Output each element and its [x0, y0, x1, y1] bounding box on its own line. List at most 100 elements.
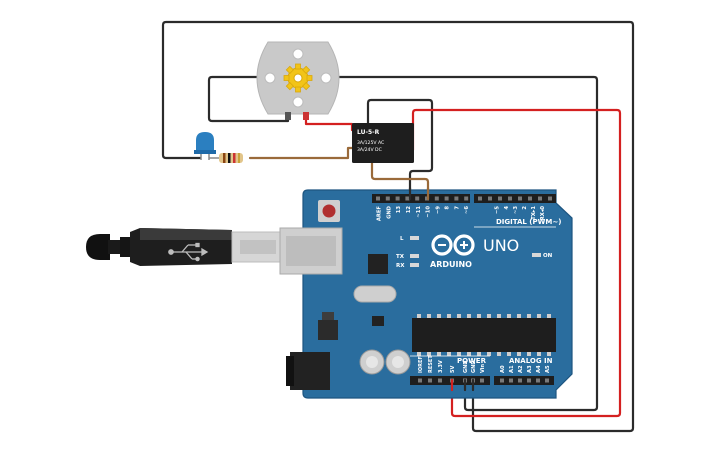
digital-label-13: 2	[522, 206, 528, 210]
analog-hole-0[interactable]	[500, 378, 504, 383]
usb-symbol-icon	[168, 242, 209, 262]
digital-hole-1[interactable]	[385, 196, 390, 201]
motor-terminal-red[interactable]	[303, 112, 309, 120]
digital-hole-6[interactable]	[434, 196, 439, 201]
wire-relay-pin12[interactable]	[370, 156, 430, 200]
power-hole-6[interactable]	[480, 378, 484, 383]
digital-label-5: ~10	[426, 206, 432, 218]
led-lens	[196, 132, 214, 152]
section-analog: ANALOG IN	[509, 357, 553, 365]
power-label-1: RESET	[428, 355, 434, 373]
atmega-pin-top-13	[547, 314, 551, 318]
digital-label-3: 12	[406, 206, 412, 214]
digital-hole-7[interactable]	[444, 196, 449, 201]
digital-hole-8[interactable]	[454, 196, 459, 201]
section-digital: DIGITAL (PWM~)	[496, 218, 561, 226]
digital-right-hole-6[interactable]	[538, 196, 542, 201]
digital-label-0: AREF	[377, 206, 383, 222]
digital-label-14: TX▸1	[531, 206, 537, 220]
atmega-pin-bottom-11	[527, 352, 531, 356]
resistor-band-4	[238, 153, 240, 163]
power-hole-2[interactable]	[438, 378, 442, 383]
usb-strain-relief-1	[108, 240, 122, 254]
digital-right-hole-2[interactable]	[498, 196, 502, 201]
analog-hole-4[interactable]	[536, 378, 540, 383]
motor-terminal-black[interactable]	[285, 112, 291, 120]
usb-plug-top	[140, 228, 232, 240]
led-on-label: ON	[543, 253, 553, 259]
power-label-4: GND	[463, 361, 469, 373]
digital-hole-3[interactable]	[405, 196, 410, 201]
small-component	[372, 316, 384, 326]
usb-metal-inner	[240, 240, 276, 254]
wire-motor-gnd[interactable]	[207, 75, 599, 412]
power-hole-0[interactable]	[418, 378, 422, 383]
arduino-logo-icon	[431, 234, 475, 256]
digital-right-hole-4[interactable]	[518, 196, 522, 201]
power-label-3: 5V	[450, 366, 456, 373]
wire-resistor-relay[interactable]	[248, 146, 360, 160]
wire-led-gnd[interactable]	[161, 20, 635, 433]
atmega-pin-top-4	[457, 314, 461, 318]
atmega-pin-bottom-13	[547, 352, 551, 356]
digital-hole-9[interactable]	[464, 196, 469, 201]
digital-right-hole-7[interactable]	[548, 196, 552, 201]
digital-right-hole-1[interactable]	[488, 196, 492, 201]
motor-screw-right	[320, 72, 332, 84]
atmega-pin-bottom-4	[457, 352, 461, 356]
gear-icon	[283, 63, 313, 93]
digital-header-left[interactable]	[372, 194, 470, 203]
led-tx	[410, 254, 419, 258]
resistor-band-2	[228, 153, 231, 163]
dc-jack[interactable]	[290, 352, 330, 390]
wire-5v[interactable]	[411, 108, 622, 418]
digital-label-4: ~11	[416, 206, 422, 218]
digital-label-12: ~3	[513, 206, 519, 214]
digital-hole-2[interactable]	[395, 196, 400, 201]
analog-hole-2[interactable]	[518, 378, 522, 383]
atmega-pin-bottom-9	[507, 352, 511, 356]
analog-hole-5[interactable]	[545, 378, 549, 383]
board-model: UNO	[483, 236, 519, 255]
relay-rating-dc: 3A/24V DC	[357, 147, 382, 153]
atmega-pin-top-6	[477, 314, 481, 318]
analog-pin-holes[interactable]	[500, 378, 549, 383]
atmega-pin-bottom-5	[467, 352, 471, 356]
led[interactable]	[194, 132, 216, 160]
digital-hole-4[interactable]	[415, 196, 420, 201]
led-l	[410, 236, 419, 240]
atmega-pin-top-3	[447, 314, 451, 318]
digital-hole-0[interactable]	[376, 196, 380, 201]
usb-cable[interactable]	[86, 228, 283, 266]
analog-hole-3[interactable]	[527, 378, 531, 383]
board-usb-port-inner	[286, 236, 336, 266]
digital-pin-holes[interactable]	[376, 196, 552, 201]
atmega-pin-top-5	[467, 314, 471, 318]
atmega-pin-top-12	[537, 314, 541, 318]
wire-motor-relay[interactable]	[304, 116, 360, 132]
reset-button[interactable]	[322, 204, 336, 218]
digital-right-hole-0[interactable]	[478, 196, 482, 201]
resistor[interactable]	[209, 153, 243, 163]
analog-hole-1[interactable]	[509, 378, 513, 383]
board-brand: ARDUINO	[430, 260, 472, 269]
relay[interactable]: LU-5-R 3A/125V AC 3A/24V DC	[352, 123, 414, 163]
analog-header[interactable]	[494, 376, 554, 385]
atmega-pin-bottom-10	[517, 352, 521, 356]
led-rim	[194, 150, 216, 154]
digital-right-hole-3[interactable]	[508, 196, 512, 201]
power-label-6: Vin	[480, 364, 486, 373]
usb-strain-relief-2	[120, 237, 132, 257]
power-hole-1[interactable]	[428, 378, 432, 383]
analog-label-1: A1	[509, 365, 515, 373]
atmega-pin-bottom-3	[447, 352, 451, 356]
atmega-pin-bottom-8	[497, 352, 501, 356]
analog-label-0: A0	[500, 365, 506, 373]
digital-label-1: GND	[386, 205, 392, 219]
dc-motor[interactable]	[256, 41, 340, 120]
digital-header-right[interactable]	[474, 194, 556, 203]
digital-right-hole-5[interactable]	[528, 196, 532, 201]
wire-relay-gnd[interactable]	[366, 98, 434, 200]
